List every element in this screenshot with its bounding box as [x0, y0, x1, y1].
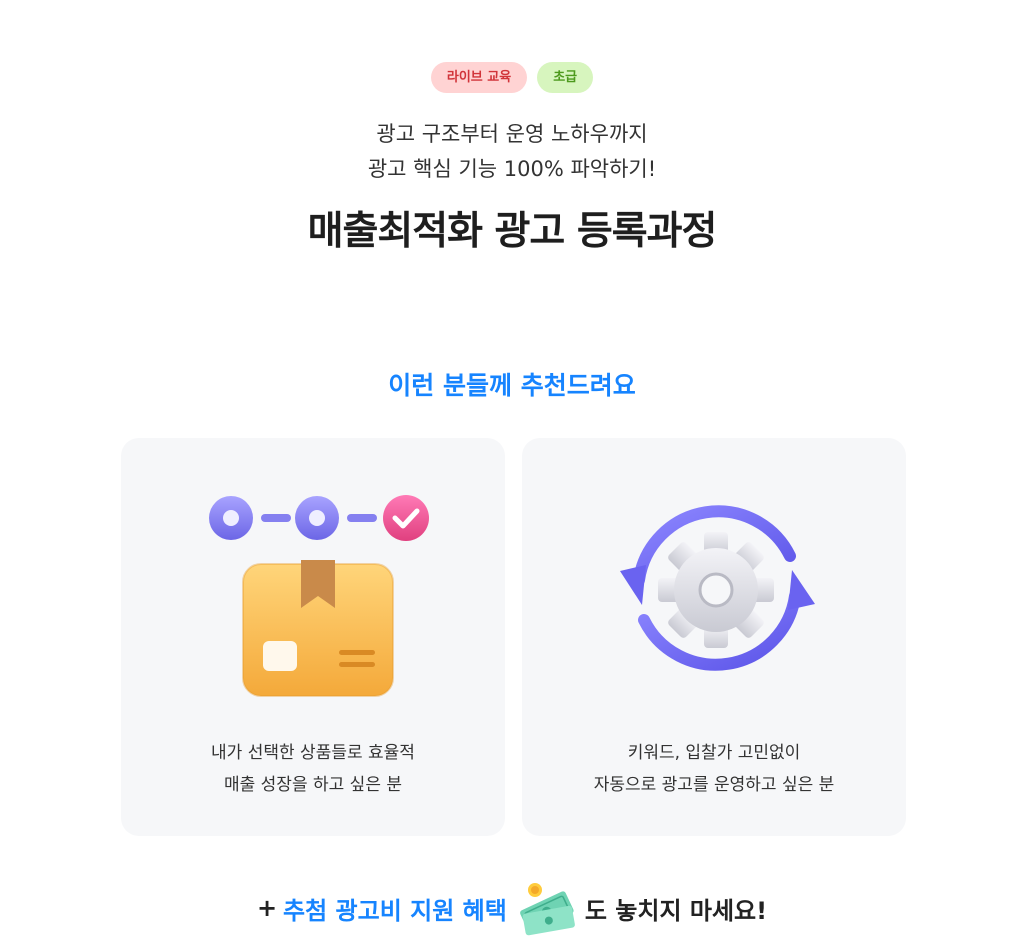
benefit-highlight: 추첨 광고비 지원 혜택: [283, 896, 507, 925]
benefit-banner: + 추첨 광고비 지원 혜택 도 놓치지 마세요!: [0, 880, 1024, 936]
plus-sign: +: [256, 894, 278, 922]
level-badge: 초급: [537, 62, 594, 93]
live-badge: 라이브 교육: [430, 62, 528, 93]
package-box-icon: [209, 495, 429, 697]
subtitle-line-2: 광고 핵심 기능 100% 파악하기!: [367, 157, 657, 181]
card-text-line-2: 자동으로 광고를 운영하고 싶은 분: [593, 775, 835, 795]
recommend-card-automation: 키워드, 입찰가 고민없이 자동으로 광고를 운영하고 싶은 분: [522, 438, 906, 836]
card-text-line-2: 매출 성장을 하고 싶은 분: [223, 775, 402, 795]
benefit-rest: 도 놓치지 마세요!: [584, 896, 768, 925]
gear-cycle-icon: [620, 505, 815, 671]
card-text-line-1: 내가 선택한 상품들로 효율적: [211, 743, 415, 763]
recommend-heading: 이런 분들께 추천드려요: [388, 371, 636, 400]
money-icon: [519, 883, 575, 936]
page-title: 매출최적화 광고 등록과정: [307, 209, 718, 254]
badge-group: 라이브 교육 초급: [0, 62, 1024, 93]
subtitle-line-1: 광고 구조부터 운영 노하우까지: [376, 122, 648, 146]
recommend-card-product: 내가 선택한 상품들로 효율적 매출 성장을 하고 싶은 분: [121, 438, 505, 836]
card-text-line-1: 키워드, 입찰가 고민없이: [627, 743, 801, 763]
